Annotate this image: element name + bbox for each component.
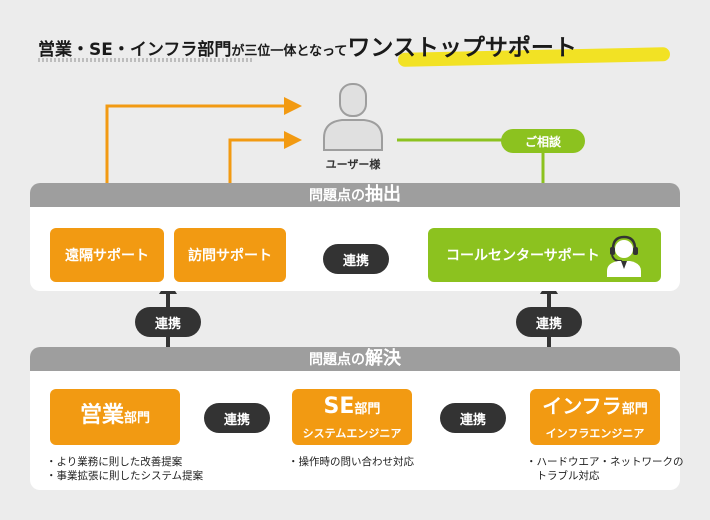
operator-headset-icon xyxy=(602,234,646,278)
sales-dept-suffix: 部門 xyxy=(124,410,151,426)
se-dept-sub: システムエンジニア xyxy=(302,426,402,440)
visit-support-box: 訪問サポート xyxy=(174,228,286,282)
infra-dept-box: インフラ部門 インフラエンジニア xyxy=(530,389,660,445)
se-notes: ・操作時の問い合わせ対応 xyxy=(288,455,414,469)
extraction-heading-small: 問題点の xyxy=(309,188,365,204)
link-badge-right: 連携 xyxy=(516,307,582,337)
resolution-heading: 問題点の解決 xyxy=(30,347,680,371)
se-dept-main: SE xyxy=(323,393,355,419)
infra-note-item: ・ハードウエア・ネットワークの xyxy=(526,456,684,468)
consult-badge: ご相談 xyxy=(501,129,585,153)
sales-dept-main: 営業 xyxy=(79,402,124,428)
infra-dept-sub: インフラエンジニア xyxy=(545,427,645,440)
se-dept-box: SE部門 システムエンジニア xyxy=(292,389,412,445)
remote-support-box: 遠隔サポート xyxy=(50,228,164,282)
title-part2: が三位一体となって xyxy=(231,44,348,59)
se-note-item: ・操作時の問い合わせ対応 xyxy=(288,456,414,468)
resolution-heading-big: 解決 xyxy=(365,348,401,369)
sales-dept-box: 営業部門 xyxy=(50,389,180,445)
link-badge-se-infra: 連携 xyxy=(440,403,506,433)
infra-dept-title: インフラ部門 xyxy=(542,393,647,423)
sales-note-item: ・より業務に則した改善提案 xyxy=(46,456,183,468)
extraction-heading-big: 抽出 xyxy=(365,184,401,205)
se-dept-title: SE部門 xyxy=(324,394,381,423)
link-badge-extraction: 連携 xyxy=(323,244,389,274)
page-title: 営業・SE・インフラ部門が三位一体となってワンストップサポート xyxy=(38,28,577,62)
extraction-heading: 問題点の抽出 xyxy=(30,183,680,207)
title-part3: ワンストップサポート xyxy=(347,35,577,61)
link-badge-sales-se: 連携 xyxy=(204,403,270,433)
infra-dept-main: インフラ xyxy=(542,394,622,418)
infra-notes: ・ハードウエア・ネットワークの トラブル対応 xyxy=(526,455,684,483)
infra-note-item: トラブル対応 xyxy=(526,470,600,482)
title-part1: 営業・SE・インフラ部門 xyxy=(38,40,232,60)
user-label: ユーザー様 xyxy=(325,158,381,171)
call-center-support-box: コールセンターサポート xyxy=(428,228,661,282)
user-silhouette-icon xyxy=(318,80,388,152)
resolution-heading-small: 問題点の xyxy=(309,352,365,368)
infra-dept-suffix: 部門 xyxy=(621,402,648,417)
title-underline xyxy=(38,58,253,62)
call-center-support-label: コールセンターサポート xyxy=(446,248,600,264)
se-dept-suffix: 部門 xyxy=(354,401,381,417)
sales-dept-title: 営業部門 xyxy=(80,403,150,432)
link-badge-left: 連携 xyxy=(135,307,201,337)
sales-notes: ・より業務に則した改善提案 ・事業拡張に則したシステム提案 xyxy=(46,455,203,483)
sales-note-item: ・事業拡張に則したシステム提案 xyxy=(46,470,204,482)
